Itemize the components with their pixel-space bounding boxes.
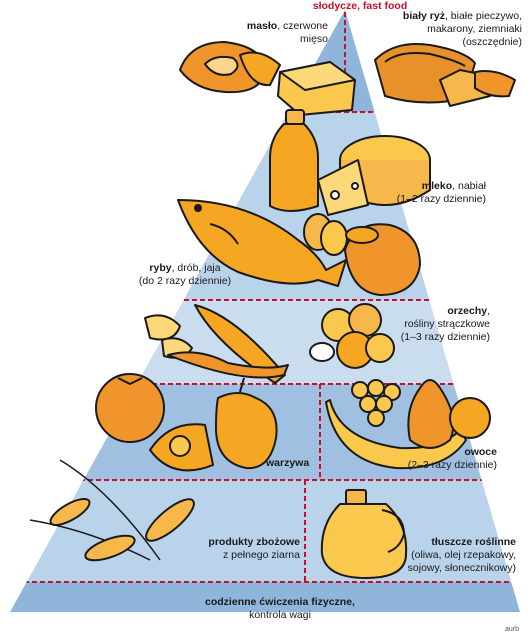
meat-icon: [179, 41, 281, 94]
pepper-icon: [215, 377, 278, 470]
butter-label-bold: masło: [246, 20, 278, 32]
fish-label-rest: , drób, jaja: [171, 262, 221, 274]
olive-oil-icon: [320, 489, 408, 579]
fats-label-bold: tłuszcze roślinne: [431, 536, 516, 548]
legumes-icon: [144, 304, 289, 384]
band-grains-fats: [10, 480, 520, 582]
pumpkin-icon: [149, 423, 214, 472]
nuts-label-rest: ,: [487, 305, 490, 317]
wheat-icon: [29, 459, 195, 562]
chicken-icon: [344, 223, 421, 296]
rice-label-line3: (oszczędnie): [462, 36, 522, 48]
grain-label-bold: produkty zbożowe: [208, 536, 300, 548]
butter-icon: [277, 61, 356, 116]
vegetables-label: warzywa: [266, 457, 309, 470]
fish-label-line2: (do 2 razy dziennie): [138, 275, 232, 287]
sweets-label: słodycze, fast food: [312, 0, 408, 12]
nuts-label-line2: rośliny strączkowe: [404, 318, 490, 330]
butter-meat-label: masło, czerwone mięso: [222, 20, 328, 46]
nuts-label-line3: (1–3 razy dziennie): [400, 331, 490, 343]
milk-label: mleko, nabiał (1–2 razy dziennie): [380, 180, 486, 206]
fish-label-bold: ryby: [149, 262, 172, 274]
milk-label-line2: (1–2 razy dziennie): [396, 193, 486, 205]
grains-label: produkty zbożowe z pełnego ziarna: [196, 536, 300, 562]
fats-label-line3: sojowy, słonecznikowy): [407, 562, 516, 574]
banana-icon: [325, 399, 467, 470]
fruit-label: owoce (2–3 razy dziennie): [395, 446, 497, 472]
rice-label-rest: , białe pieczywo,: [444, 10, 522, 22]
base-label-line2: kontrola wagi: [249, 609, 311, 621]
grain-label-line2: z pełnego ziarna: [222, 549, 300, 561]
rice-label-bold: biały ryż: [402, 10, 445, 22]
milk-bottle-icon: [269, 109, 319, 212]
rice-label-line2: makarony, ziemniaki: [427, 23, 522, 35]
fats-label: tłuszcze roślinne (oliwa, olej rzepakowy…: [400, 536, 516, 575]
milk-label-rest: , nabiał: [452, 180, 486, 192]
fruit-label-bold: owoce: [464, 446, 497, 458]
butter-label-line2: mięso: [299, 33, 328, 45]
base-label-bold: codzienne ćwiczenia fizyczne,: [205, 596, 355, 608]
eggs-icon: [303, 213, 348, 256]
pear-icon: [407, 379, 455, 449]
cheese-icon: [317, 135, 431, 216]
fats-label-line2: (oliwa, olej rzepakowy,: [411, 549, 516, 561]
butter-label-rest: , czerwone: [277, 20, 328, 32]
orange-icon: [449, 397, 491, 439]
base-label: codzienne ćwiczenia fizyczne, kontrola w…: [180, 596, 380, 622]
tomato-icon: [95, 373, 165, 443]
band-base: [10, 582, 520, 612]
nuts-label: orzechy, rośliny strączkowe (1–3 razy dz…: [384, 305, 490, 344]
bread-icon: [374, 43, 516, 107]
grapes-icon: [351, 379, 401, 427]
credit-text: aurb: [504, 626, 519, 633]
milk-label-bold: mleko: [421, 180, 453, 192]
fish-icon: [177, 199, 347, 287]
veg-label-bold: warzywa: [266, 457, 310, 469]
fruit-label-line2: (2–3 razy dziennie): [407, 459, 497, 471]
nuts-label-bold: orzechy: [447, 305, 488, 317]
white-rice-label: biały ryż, białe pieczywo, makarony, zie…: [398, 10, 522, 49]
nuts-icon: [309, 303, 395, 369]
fish-label: ryby, drób, jaja (do 2 razy dziennie): [120, 262, 250, 288]
